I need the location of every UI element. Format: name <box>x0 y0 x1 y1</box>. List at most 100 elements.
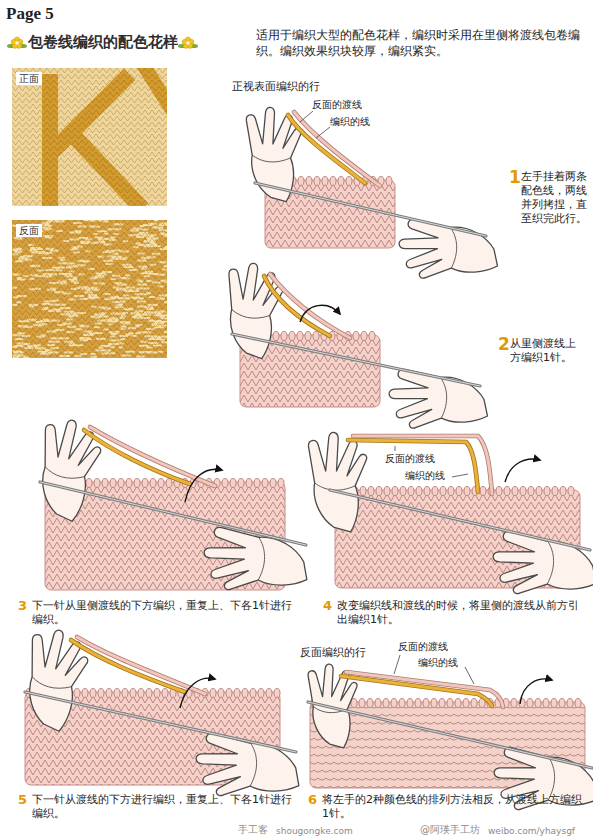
hand-crease <box>443 227 461 268</box>
needle-loop <box>146 689 152 698</box>
needle-loop <box>262 479 268 488</box>
step-text: 左手挂着两条配色线，两线并列拷捏，直至织完此行。 <box>521 170 589 226</box>
needle-loop <box>246 479 252 488</box>
needle-loop <box>359 699 365 708</box>
needle-loop <box>90 689 96 698</box>
needle-loop <box>86 479 92 488</box>
needle-loop <box>322 177 328 186</box>
yarn <box>270 274 350 338</box>
needle-loop <box>463 699 469 708</box>
motion-arrow <box>505 459 540 482</box>
needle-loop <box>166 479 172 488</box>
needle-loop <box>520 487 526 496</box>
needle-loop <box>122 689 128 698</box>
leader-line <box>394 655 400 674</box>
needle-loop <box>480 487 486 496</box>
section-heading: 正视表面编织的行 <box>232 80 320 94</box>
needle-loop <box>142 479 148 488</box>
hand-outline <box>15 411 113 522</box>
stitch-texture <box>12 68 167 205</box>
yarn <box>346 672 503 707</box>
hand-outline <box>385 354 488 437</box>
needle-loop <box>567 699 573 708</box>
needle-loop <box>162 689 168 698</box>
yarn <box>77 637 205 694</box>
step-text: 从里侧渡线上方编织1针。 <box>510 337 582 365</box>
yarn-edge <box>346 672 503 707</box>
needle-highlight <box>308 702 592 768</box>
needle-loop <box>432 487 438 496</box>
swatch-label: 反面 <box>16 224 42 237</box>
step-text: 将左手的2种颜色线的排列方法相反，从渡线上方编织1针。 <box>322 793 587 821</box>
watermark: weibo.com/yhaysgf <box>488 825 575 837</box>
watermark: @阿瑛手工坊 <box>420 823 480 836</box>
needle-loop <box>297 332 303 341</box>
needle-highlight <box>25 692 296 752</box>
needle-loop <box>528 487 534 496</box>
leader-line <box>300 111 313 122</box>
yarn <box>294 112 380 186</box>
needle-highlight <box>255 183 486 236</box>
needle-loop <box>250 689 256 698</box>
needle-loop <box>367 699 373 708</box>
needle-loop <box>74 689 80 698</box>
hand-outline <box>2 621 100 732</box>
yarn <box>353 436 492 494</box>
needle-loop <box>238 479 244 488</box>
hand <box>200 514 307 598</box>
needle-loop <box>544 487 550 496</box>
needle-loop <box>298 177 304 186</box>
needle-loop <box>346 177 352 186</box>
needle-loop <box>439 699 445 708</box>
needle-loop <box>440 487 446 496</box>
needle-loop <box>273 332 279 341</box>
needle-highlight <box>330 490 590 550</box>
leader-line <box>465 667 474 684</box>
motion-arrow <box>185 469 222 502</box>
needle-loop <box>134 479 140 488</box>
leader-line <box>395 446 396 451</box>
needle-loop <box>114 689 120 698</box>
needle-loop <box>270 479 276 488</box>
hand-crease <box>433 377 451 418</box>
needle-loop <box>353 332 359 341</box>
knitting-needle <box>308 702 592 768</box>
hand-crease <box>31 670 72 696</box>
part-label: 反面的渡线 <box>385 452 435 465</box>
flower-icon <box>178 37 198 48</box>
yarn-edge <box>270 274 350 338</box>
watermark: shougongke.com <box>276 825 353 837</box>
yarn-edge <box>77 637 205 694</box>
needle-loop <box>305 332 311 341</box>
flower-center <box>15 41 19 45</box>
needle-loop <box>306 177 312 186</box>
needle-loop <box>281 332 287 341</box>
part-label: 编织的线 <box>405 469 445 482</box>
needle-loop <box>368 487 374 496</box>
hand <box>290 427 377 532</box>
needle-loop <box>391 699 397 708</box>
hand-crease <box>243 743 261 786</box>
yarn-edge <box>348 440 478 492</box>
hand-crease <box>231 303 270 325</box>
part-label: 反面的渡线 <box>398 640 448 653</box>
needle-loop <box>94 479 100 488</box>
yarn-swatch <box>12 68 167 206</box>
needle-loop <box>543 699 549 708</box>
needle-loop <box>496 487 502 496</box>
needle-loop <box>424 487 430 496</box>
needle-loop <box>278 479 284 488</box>
callout-number: 5 <box>18 791 27 808</box>
needle-loop <box>560 487 566 496</box>
needle-loop <box>314 177 320 186</box>
callout-number: 6 <box>308 791 317 808</box>
needle-loop <box>512 487 518 496</box>
leader-line <box>452 474 468 477</box>
needle-loop <box>527 699 533 708</box>
hand <box>395 204 498 287</box>
step-text: 下一针从里侧渡线的下方编织，重复上、下各1针进行编织。 <box>32 599 294 627</box>
needle-loop <box>130 689 136 698</box>
needle-loop <box>82 689 88 698</box>
leader-line <box>316 127 330 138</box>
flower-center <box>186 41 190 45</box>
